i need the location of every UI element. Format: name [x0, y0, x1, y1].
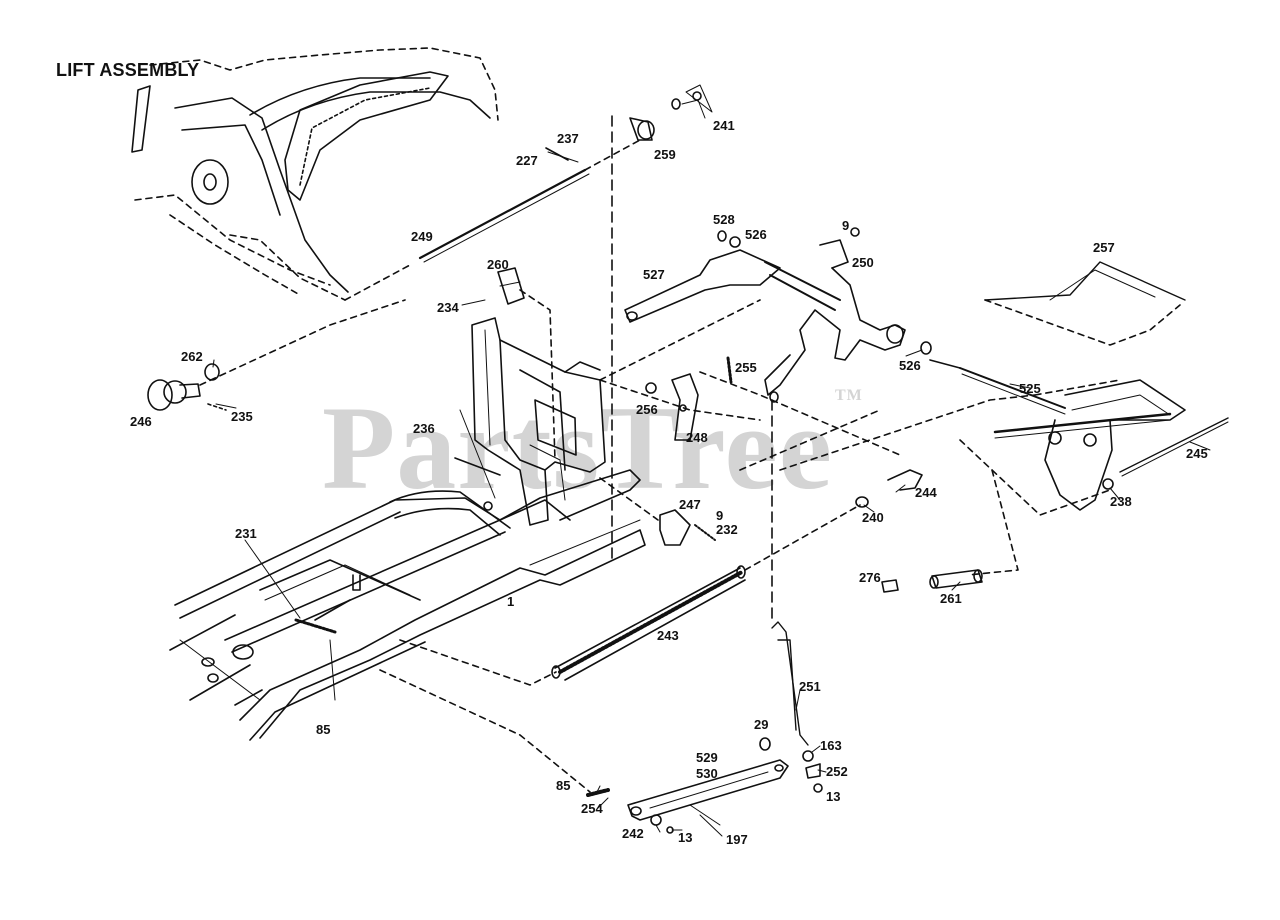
bell-crank-247	[599, 477, 716, 546]
callout-261: 261	[940, 591, 962, 606]
callout-9-upper: 9	[842, 218, 849, 233]
callout-250: 250	[852, 255, 874, 270]
callout-259: 259	[654, 147, 676, 162]
callout-526-lower: 526	[899, 358, 921, 373]
callout-245: 245	[1186, 446, 1208, 461]
callout-262: 262	[181, 349, 203, 364]
callout-260: 260	[487, 257, 509, 272]
callout-29: 29	[754, 717, 768, 732]
callout-231: 231	[235, 526, 257, 541]
callout-527: 527	[643, 267, 665, 282]
part-callouts: 241 237 227 259 249 528 526 9 250 257 26…	[130, 118, 1208, 847]
callout-247: 247	[679, 497, 701, 512]
callout-243: 243	[657, 628, 679, 643]
callout-256: 256	[636, 402, 658, 417]
callout-238: 238	[1110, 494, 1132, 509]
callout-85-lower: 85	[556, 778, 570, 793]
callout-163: 163	[820, 738, 842, 753]
diagram-title: LIFT ASSEMBLY	[56, 60, 200, 80]
watermark-trademark: TM	[834, 387, 863, 404]
pedal-assembly	[779, 261, 1229, 593]
link-rod-251	[771, 399, 809, 746]
callout-257: 257	[1093, 240, 1115, 255]
callout-237: 237	[557, 131, 579, 146]
callout-525: 525	[1019, 381, 1041, 396]
callout-85-upper: 85	[316, 722, 330, 737]
spring-243	[399, 504, 861, 686]
callout-242: 242	[622, 826, 644, 841]
callout-234: 234	[437, 300, 459, 315]
lift-link-248	[645, 356, 901, 471]
callout-9-lower: 9	[716, 508, 723, 523]
callout-13-lower: 13	[678, 830, 692, 845]
callout-249: 249	[411, 229, 433, 244]
hood-fender	[131, 47, 499, 301]
lift-rod-249	[418, 84, 713, 561]
lift-bracket	[471, 267, 606, 526]
callout-244: 244	[915, 485, 937, 500]
callout-246: 246	[130, 414, 152, 429]
leader-lines	[212, 99, 1211, 837]
lift-lever-529	[379, 669, 823, 834]
callout-529: 529	[696, 750, 718, 765]
rod-231	[244, 409, 496, 701]
tractor-frame	[169, 457, 646, 741]
callout-1: 1	[507, 594, 514, 609]
callout-227: 227	[516, 153, 538, 168]
callout-276: 276	[859, 570, 881, 585]
watermark-text: PartsTree	[322, 381, 833, 514]
callout-252: 252	[826, 764, 848, 779]
callout-254: 254	[581, 801, 603, 816]
callout-526-upper: 526	[745, 227, 767, 242]
callout-241: 241	[713, 118, 735, 133]
callout-235: 235	[231, 409, 253, 424]
knob-246	[147, 299, 406, 411]
callout-13-right: 13	[826, 789, 840, 804]
callout-530: 530	[696, 766, 718, 781]
callout-248: 248	[686, 430, 708, 445]
callout-528: 528	[713, 212, 735, 227]
callout-255: 255	[735, 360, 757, 375]
callout-197: 197	[726, 832, 748, 847]
callout-240: 240	[862, 510, 884, 525]
callout-232: 232	[716, 522, 738, 537]
callout-251: 251	[799, 679, 821, 694]
lift-shaft-527	[599, 227, 906, 421]
callout-236: 236	[413, 421, 435, 436]
